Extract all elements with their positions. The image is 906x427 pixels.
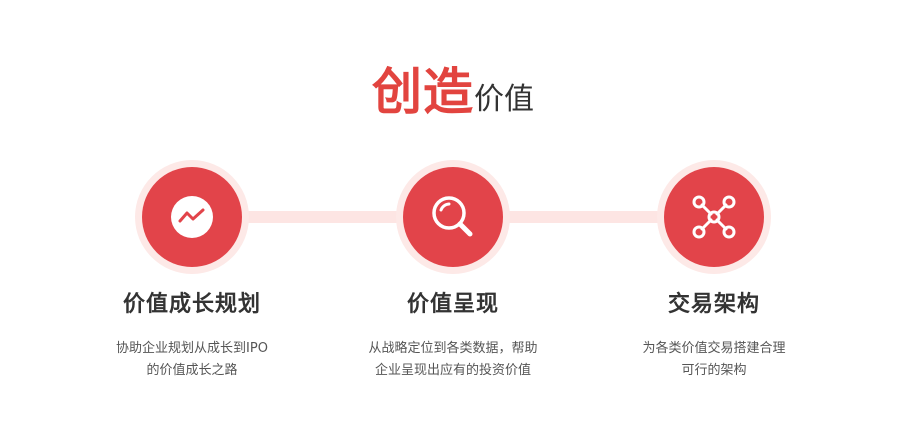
magnifier-icon xyxy=(432,196,473,237)
feature-description: 从战略定位到各类数据，帮助 企业呈现出应有的投资价值 xyxy=(313,338,593,382)
feature-title: 价值成长规划 xyxy=(122,292,261,317)
heading-accent: 创造 xyxy=(372,63,474,121)
feature-item-transaction-structure: 交易架构 为各类价值交易搭建合理 可行的架构 xyxy=(574,160,854,382)
feature-title: 价值呈现 xyxy=(406,292,499,317)
feature-description-line: 的价值成长之路 xyxy=(146,363,238,378)
feature-description: 协助企业规划从成长到IPO 的价值成长之路 xyxy=(52,338,332,382)
icon-halo xyxy=(396,160,510,274)
section-heading: 创造价值 xyxy=(0,52,906,124)
connector-line xyxy=(235,211,415,223)
icon-circle xyxy=(664,167,764,267)
icon-circle xyxy=(142,167,242,267)
icon-circle xyxy=(403,167,503,267)
feature-description-line: 企业呈现出应有的投资价值 xyxy=(374,363,531,378)
feature-description-line: 为各类价值交易搭建合理 xyxy=(642,341,786,356)
feature-item-value-presentation: 价值呈现 从战略定位到各类数据，帮助 企业呈现出应有的投资价值 xyxy=(313,160,593,382)
feature-title: 交易架构 xyxy=(667,292,760,317)
heading-rest: 价值 xyxy=(474,82,534,117)
feature-description-line: 从战略定位到各类数据，帮助 xyxy=(368,341,538,356)
feature-item-growth-planning: 价值成长规划 协助企业规划从成长到IPO 的价值成长之路 xyxy=(52,160,332,382)
network-nodes-icon xyxy=(692,195,736,239)
feature-description-line: 协助企业规划从成长到IPO xyxy=(116,341,268,356)
feature-description-line: 可行的架构 xyxy=(681,363,747,378)
icon-halo xyxy=(657,160,771,274)
connector-line xyxy=(495,211,675,223)
icon-halo xyxy=(135,160,249,274)
trend-chart-icon xyxy=(171,196,213,238)
feature-description: 为各类价值交易搭建合理 可行的架构 xyxy=(574,338,854,382)
